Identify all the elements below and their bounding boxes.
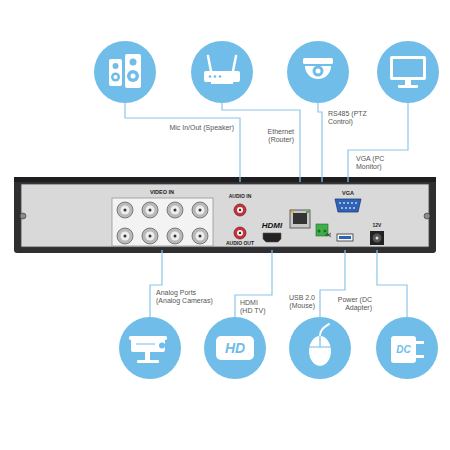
- port-caption: Analog Ports (Analog Cameras): [156, 289, 220, 306]
- port-label: 12V: [373, 223, 382, 228]
- port-label: AUDIO OUT: [226, 241, 254, 246]
- device-circle: Power (DC Adapter)DC: [376, 317, 438, 379]
- port-label: AUDIO IN: [229, 194, 252, 199]
- port-caption: Mic In/Out (Speaker): [140, 124, 234, 132]
- speaker-icon: [94, 41, 156, 103]
- analog-camera-icon: [119, 317, 181, 379]
- leader-line: [150, 250, 162, 317]
- leader-line: [235, 250, 272, 317]
- port-label: VGA: [342, 191, 354, 197]
- icon-text: DC: [396, 345, 410, 355]
- device-circle: Ethernet (Router): [191, 41, 253, 103]
- icon-text: HD: [225, 341, 245, 355]
- device-circle: Analog Ports (Analog Cameras): [119, 317, 181, 379]
- leader-line: [320, 250, 345, 317]
- leader-line: [377, 250, 407, 317]
- port-caption: HDMI (HD TV): [240, 299, 272, 316]
- device-circle: USB 2.0 (Mouse): [289, 317, 351, 379]
- mouse-icon: [289, 317, 351, 379]
- device-circle: RS485 (PTZ Control): [287, 41, 349, 103]
- port-caption: USB 2.0 (Mouse): [277, 294, 315, 311]
- leader-line: [222, 103, 300, 182]
- port-caption: Power (DC Adapter): [330, 296, 372, 313]
- dvr-panel: VIDEO IN AUDIO IN AUDIO OUT HDMI VGA 12V: [15, 182, 435, 250]
- leader-line: [125, 103, 240, 182]
- port-label: VIDEO IN: [150, 190, 174, 196]
- device-circle: Mic In/Out (Speaker): [94, 41, 156, 103]
- router-icon: [191, 41, 253, 103]
- monitor-icon: [377, 41, 439, 103]
- device-circle: VGA (PC Monitor): [377, 41, 439, 103]
- port-caption: VGA (PC Monitor): [356, 155, 406, 172]
- device-circle: HDMI (HD TV)HD: [204, 317, 266, 379]
- ptz-camera-icon: [287, 41, 349, 103]
- hdmi-logo: HDMI: [262, 222, 282, 230]
- leader-line: [318, 103, 322, 182]
- port-caption: Ethernet (Router): [248, 128, 294, 145]
- port-caption: RS485 (PTZ Control): [328, 110, 378, 127]
